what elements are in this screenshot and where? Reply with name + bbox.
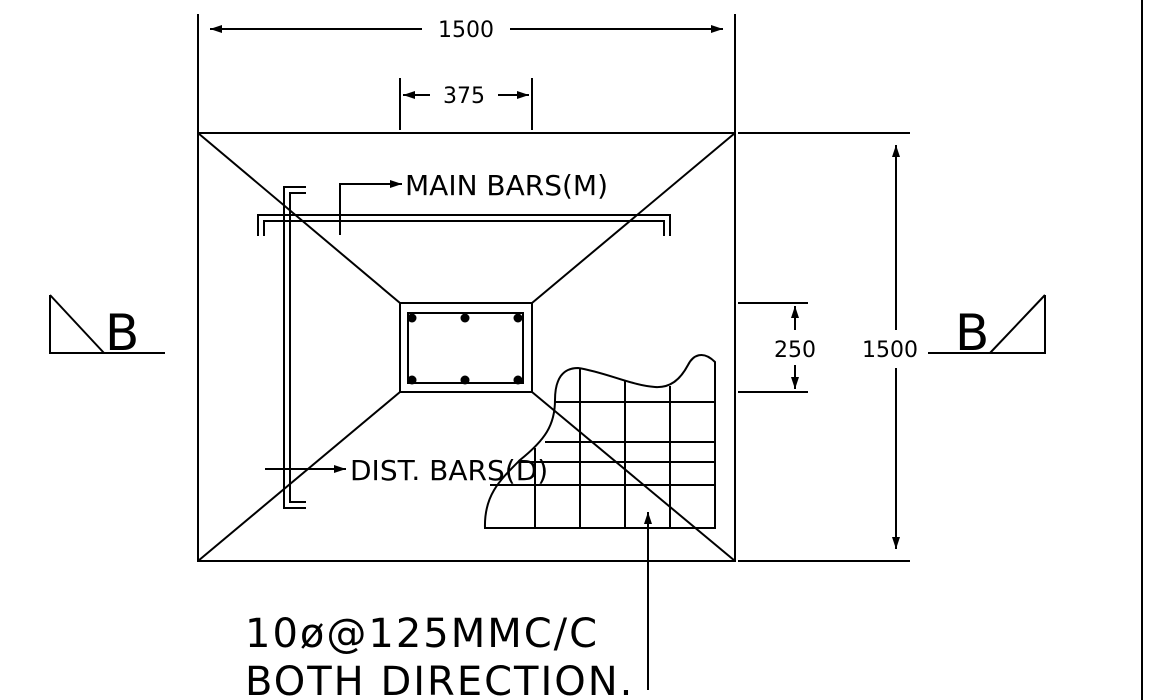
- section-letter-left: B: [105, 304, 139, 362]
- column-outline: [399, 302, 533, 393]
- dim-label-overall-depth: 1500: [862, 338, 918, 363]
- dim-label-column-depth: 250: [774, 338, 816, 363]
- dim-label-overall-width: 1500: [438, 18, 494, 43]
- dist-bar-rebar: [283, 186, 306, 509]
- main-bar-rebar: [257, 214, 671, 236]
- dimension-column-depth: [738, 302, 808, 393]
- reinforcement-grid-cutout: [483, 354, 716, 529]
- dim-label-column-width: 375: [443, 84, 485, 109]
- dimension-overall-width: [197, 14, 736, 133]
- column-stirrup: [407, 312, 524, 384]
- section-marker-right: [928, 294, 1046, 354]
- column-bars: [407, 313, 523, 385]
- section-marker-left: [49, 294, 165, 354]
- dimension-column-width: [399, 78, 533, 130]
- dimension-overall-depth: [738, 132, 910, 562]
- footing-slope-lines: [197, 132, 736, 562]
- main-bars-leader: [339, 180, 402, 235]
- footing-outline: [197, 132, 736, 562]
- reinforcement-grid-lines: [490, 368, 715, 528]
- reinforcement-note-line1: 10ø@125MMC/C: [245, 611, 599, 657]
- main-bars-label: MAIN BARS(M): [405, 169, 608, 202]
- dist-bars-label: DIST. BARS(D): [350, 454, 548, 487]
- section-letter-right: B: [955, 304, 989, 362]
- reinforcement-note-line2: BOTH DIRECTION.: [245, 659, 634, 700]
